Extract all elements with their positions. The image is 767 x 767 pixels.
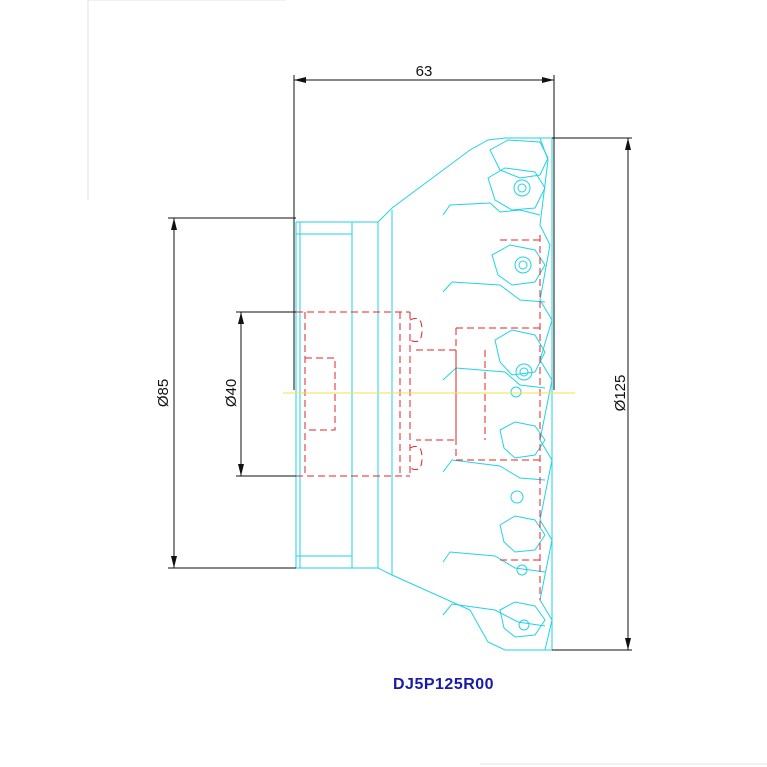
screw-6 (516, 564, 528, 576)
dimension-lines (168, 75, 632, 651)
hidden-lines (296, 235, 541, 600)
screw-2 (514, 256, 532, 274)
tooth-4 (442, 459, 546, 481)
sheet-frame (87, 0, 767, 765)
shank-outline (296, 137, 553, 651)
cutter-body (295, 137, 553, 651)
insert-1 (489, 139, 549, 179)
shank-diameter-text: Ø85 (155, 379, 172, 407)
part-code-label: DJ5P125R00 (393, 676, 495, 693)
screw-7 (518, 619, 530, 631)
insert-4 (494, 329, 546, 376)
insert-7 (499, 601, 546, 638)
insert-5 (499, 421, 546, 459)
length-dimension-text: 63 (416, 63, 433, 80)
tooth-5 (442, 551, 546, 573)
screw-1 (513, 179, 531, 197)
screw-5 (510, 490, 524, 504)
insert-6 (499, 515, 546, 553)
dimension-arrows (171, 77, 631, 650)
screw-3 (515, 363, 533, 381)
screw-4 (510, 386, 522, 398)
tooth-6 (442, 603, 546, 627)
cutter-diameter-text: Ø125 (612, 375, 629, 412)
insert-2 (487, 167, 546, 211)
bore-diameter-text: Ø40 (223, 379, 240, 407)
tooth-2 (442, 281, 546, 303)
tooth-1 (442, 202, 541, 216)
tooth-3 (442, 367, 546, 389)
